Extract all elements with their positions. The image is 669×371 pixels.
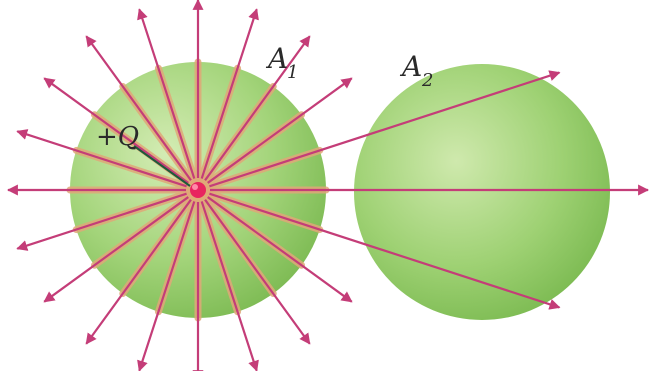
field-ray-outer [209, 70, 561, 188]
surface-a2-subscript: 2 [421, 70, 433, 91]
field-ray-outer [204, 199, 311, 345]
field-ray-outer [16, 192, 187, 251]
field-ray-outer [200, 8, 259, 179]
field-ray-outer [85, 199, 192, 345]
sphere-a2 [354, 64, 610, 320]
surface-a2-label: A [399, 50, 422, 83]
field-ray-outer [207, 196, 353, 303]
field-ray-outer [137, 201, 196, 371]
charge-pointer-line [133, 145, 191, 187]
field-ray-outer [43, 77, 189, 184]
point-charge [190, 182, 206, 198]
field-ray-outer [207, 77, 353, 184]
surface-a1-subscript: 1 [287, 62, 298, 83]
point-charge-highlight [192, 184, 198, 190]
field-ray-outer [43, 196, 189, 303]
field-ray-outer [85, 35, 192, 181]
field-ray-outer [209, 192, 561, 310]
surface-a1-label: A [265, 42, 288, 75]
charge-label: +Q [96, 122, 139, 152]
field-lines-outside [6, 0, 650, 371]
field-ray-outer [137, 8, 196, 179]
field-ray-outer [200, 201, 259, 371]
field-ray-outer [204, 35, 311, 181]
field-ray-outer [16, 129, 187, 188]
